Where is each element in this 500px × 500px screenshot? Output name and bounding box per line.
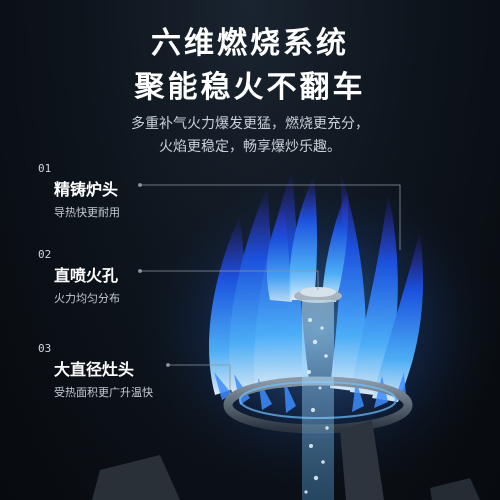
page-title: 六维燃烧系统 — [151, 26, 349, 61]
feature-description: 火力均匀分布 — [54, 292, 120, 305]
flames — [209, 170, 424, 402]
pan-support-center — [340, 420, 384, 500]
page-title-secondary: 聚能稳火不翻车 — [134, 70, 366, 105]
feature-number: 03 — [38, 342, 52, 355]
feature-number: 01 — [38, 162, 52, 175]
feature-description: 受热面积更广升温快 — [54, 386, 153, 399]
feature-description: 导热快更耐用 — [54, 206, 120, 219]
callout-lines — [138, 183, 401, 395]
feature-name: 直喷火孔 — [54, 266, 119, 285]
subtitle-line-2: 火焰更稳定，畅享爆炒乐趣。 — [159, 139, 341, 155]
center-jet — [302, 300, 334, 500]
feature-number: 02 — [38, 248, 52, 261]
feature-name: 大直径灶头 — [54, 360, 135, 379]
subtitle-line-1: 多重补气火力爆发更猛，燃烧更充分， — [131, 116, 369, 132]
pan-support-right — [430, 478, 480, 500]
feature-name: 精铸炉头 — [54, 180, 119, 199]
pan-support-left — [92, 455, 180, 500]
